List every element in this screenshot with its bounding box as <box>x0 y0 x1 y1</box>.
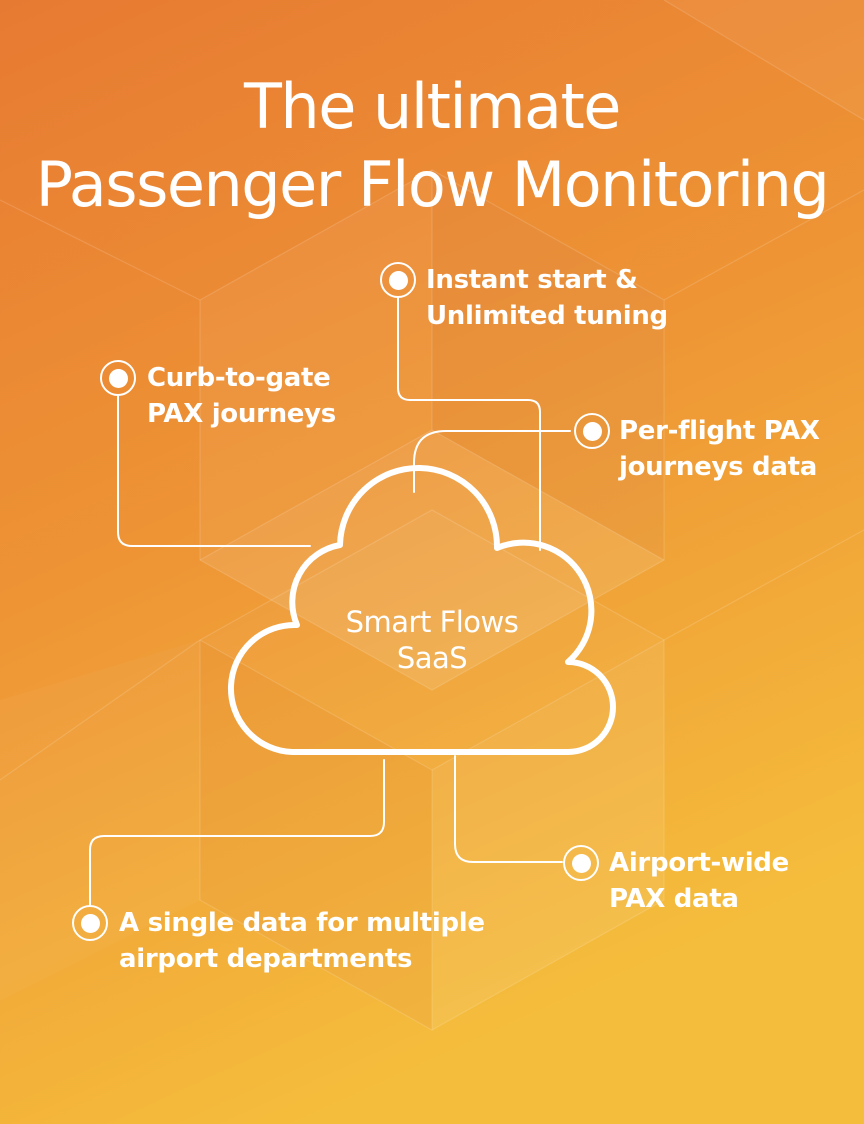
node-curb-to-gate-icon <box>100 360 136 396</box>
label-curb-to-gate-line-2: PAX journeys <box>147 399 336 429</box>
label-instant-start-line-2: Unlimited tuning <box>426 301 668 331</box>
connector-single-data <box>89 759 385 907</box>
label-per-flight-line-2: journeys data <box>619 452 817 482</box>
node-per-flight-icon <box>574 413 610 449</box>
title-line-2: Passenger Flow Monitoring <box>35 148 830 221</box>
cloud-label-line-1: Smart Flows <box>345 605 519 639</box>
label-curb-to-gate-line-1: Curb-to-gate <box>147 363 331 393</box>
label-per-flight: Per-flight PAX journeys data <box>619 413 820 485</box>
connector-airport-wide <box>454 755 563 863</box>
connector-instant-start <box>397 297 541 551</box>
cloud-label-line-2: SaaS <box>396 641 468 675</box>
label-airport-wide-line-1: Airport-wide <box>609 848 789 878</box>
label-single-data: A single data for multiple airport depar… <box>119 905 485 977</box>
node-airport-wide-icon <box>563 845 599 881</box>
node-single-data-icon <box>72 905 108 941</box>
cloud-label: Smart Flows SaaS <box>302 604 562 676</box>
label-airport-wide: Airport-wide PAX data <box>609 845 789 917</box>
label-airport-wide-line-2: PAX data <box>609 884 739 914</box>
label-curb-to-gate: Curb-to-gate PAX journeys <box>147 360 336 432</box>
label-instant-start-line-1: Instant start & <box>426 265 638 295</box>
label-instant-start: Instant start & Unlimited tuning <box>426 262 668 334</box>
title-line-1: The ultimate <box>244 70 621 143</box>
label-single-data-line-1: A single data for multiple <box>119 908 485 938</box>
connector-curb-to-gate <box>117 395 311 547</box>
cloud-icon <box>227 465 616 755</box>
node-instant-start-icon <box>380 262 416 298</box>
label-single-data-line-2: airport departments <box>119 944 413 974</box>
label-per-flight-line-1: Per-flight PAX <box>619 416 820 446</box>
connector-per-flight <box>413 430 571 493</box>
